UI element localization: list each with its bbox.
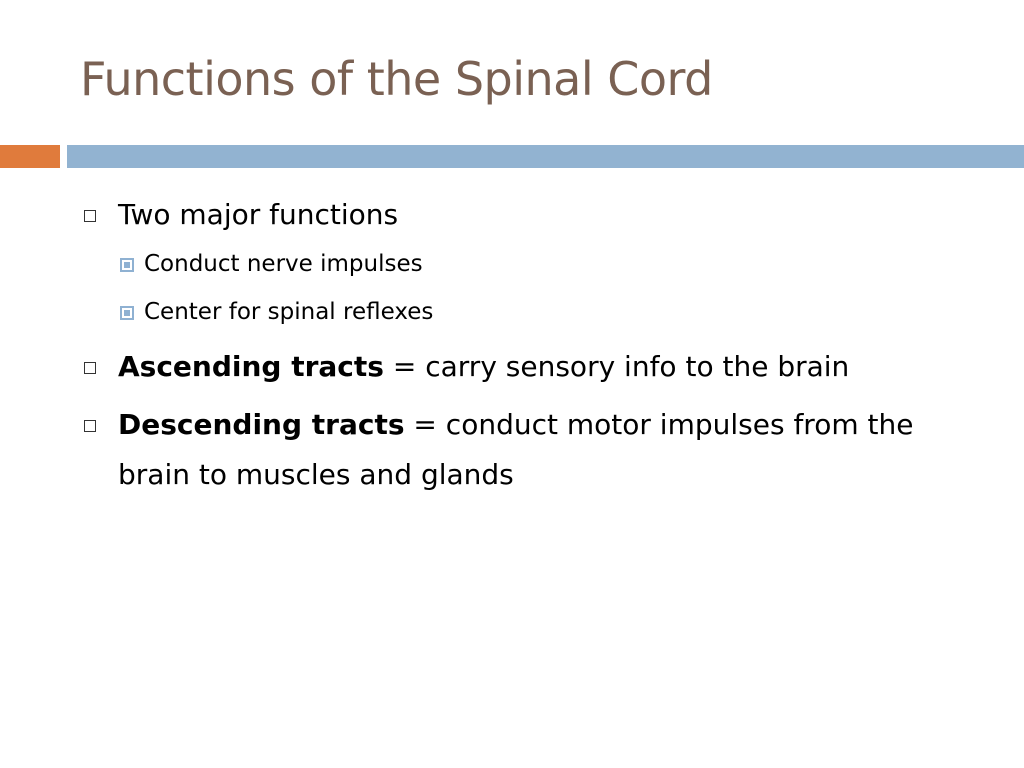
slide-title: Functions of the Spinal Cord (80, 52, 713, 106)
filled-square-bullet-icon (120, 306, 134, 320)
slide-content: Two major functions Conduct nerve impuls… (80, 190, 980, 508)
bullet-text-wrap: Descending tracts = conduct motor impuls… (118, 400, 938, 500)
bullet-definition: = conduct motor impulses from the brain … (118, 408, 914, 491)
bullet-term: Descending tracts (118, 408, 405, 441)
bullet-item: Descending tracts = conduct motor impuls… (80, 400, 980, 500)
square-bullet-icon (84, 362, 96, 374)
title-accent-bar (0, 145, 60, 168)
bullet-definition: = carry sensory info to the brain (383, 350, 850, 383)
sub-bullet-text: Conduct nerve impulses (144, 251, 423, 277)
filled-square-bullet-icon (120, 258, 134, 272)
square-bullet-icon (84, 210, 96, 222)
bullet-term: Ascending tracts (118, 350, 384, 383)
sub-bullet-text: Center for spinal reflexes (144, 299, 434, 325)
sub-bullet-item: Center for spinal reflexes (80, 288, 980, 336)
sub-bullet-item: Conduct nerve impulses (80, 240, 980, 288)
title-divider-bar (67, 145, 1024, 168)
square-bullet-icon (84, 420, 96, 432)
bullet-text-wrap: Ascending tracts = carry sensory info to… (118, 342, 980, 392)
bullet-item: Ascending tracts = carry sensory info to… (80, 342, 980, 392)
bullet-item: Two major functions (80, 190, 980, 240)
bullet-text: Two major functions (118, 198, 399, 231)
